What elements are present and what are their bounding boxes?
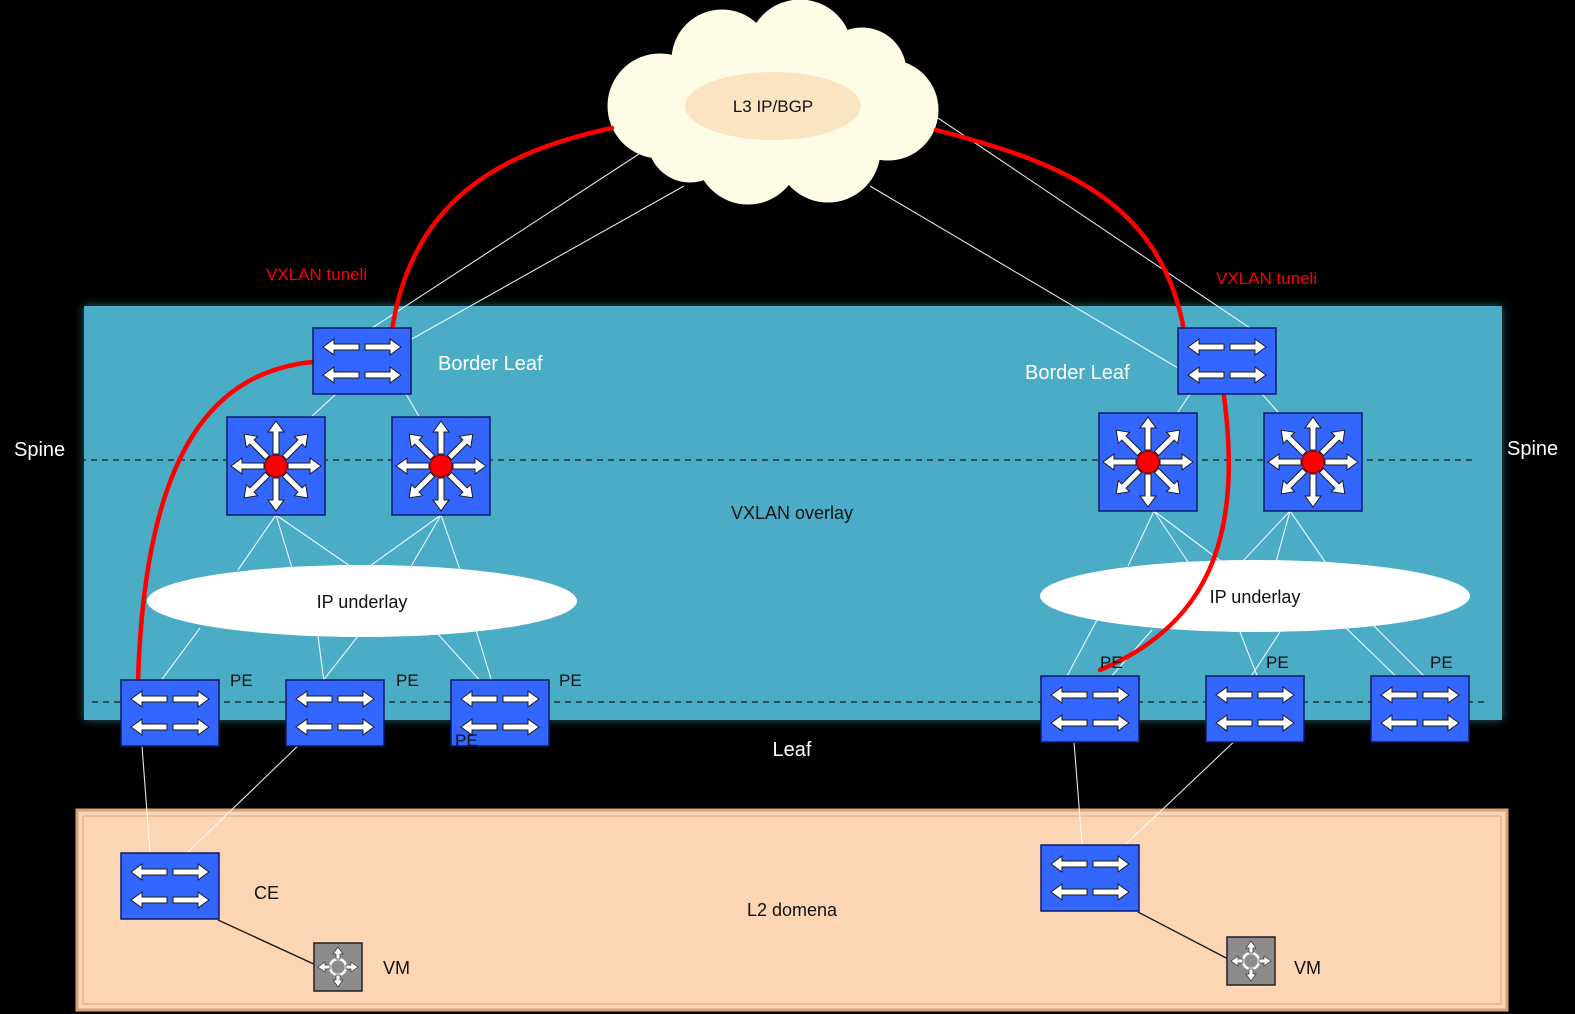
vm-right-icon — [1225, 935, 1277, 987]
ce-switch — [120, 852, 220, 920]
spine-switch-3 — [1098, 412, 1198, 512]
leaf-switch-1 — [120, 679, 220, 747]
vm-label-right: VM — [1294, 958, 1321, 978]
tunnel-label-right: VXLAN tuneli — [1216, 269, 1317, 288]
overlay-label: VXLAN overlay — [731, 503, 853, 523]
border-leaf-right-switch — [1177, 327, 1277, 395]
tunnel-label-left: VXLAN tuneli — [266, 265, 367, 284]
pe-label-2: PE — [396, 671, 419, 690]
border-leaf-label-left: Border Leaf — [438, 353, 543, 375]
cloud-label: L3 IP/BGP — [733, 97, 813, 116]
vm-left-icon — [312, 941, 364, 993]
pe-label-7: PE — [1430, 653, 1453, 672]
pe-label-6: PE — [1266, 653, 1289, 672]
underlay-label-left: IP underlay — [317, 592, 408, 612]
pe-label-1: PE — [230, 671, 253, 690]
vm-label-left: VM — [383, 958, 410, 978]
ip-underlay-right — [1040, 560, 1470, 632]
border-leaf-label-right: Border Leaf — [1025, 362, 1130, 384]
leaf-label: Leaf — [773, 739, 812, 761]
spine-switch-1 — [226, 416, 326, 516]
leaf-switch-2 — [285, 679, 385, 747]
vm-links — [217, 911, 1231, 967]
vxlan-tunnels — [135, 125, 1231, 685]
spine-switch-4 — [1263, 412, 1363, 512]
underlay-links — [141, 117, 1427, 853]
pe-label-5: PE — [1100, 653, 1123, 672]
leaf-switch-5 — [1205, 675, 1305, 743]
leaf-switch-6 — [1370, 675, 1470, 743]
ce-label: CE — [254, 883, 279, 903]
ip-underlay-left — [147, 565, 577, 637]
pe-label-4: PE — [455, 731, 478, 750]
l2-domain-label: L2 domena — [747, 900, 838, 920]
spine-label-right: Spine — [1507, 438, 1558, 460]
spine-label-left: Spine — [14, 439, 65, 461]
border-leaf-left-switch — [312, 327, 412, 395]
spine-switch-2 — [391, 416, 491, 516]
leaf-switch-4 — [1040, 675, 1140, 743]
pe-label-3: PE — [559, 671, 582, 690]
l2-switch-right — [1040, 844, 1140, 912]
underlay-label-right: IP underlay — [1210, 587, 1301, 607]
cloud-icon — [607, 0, 939, 205]
